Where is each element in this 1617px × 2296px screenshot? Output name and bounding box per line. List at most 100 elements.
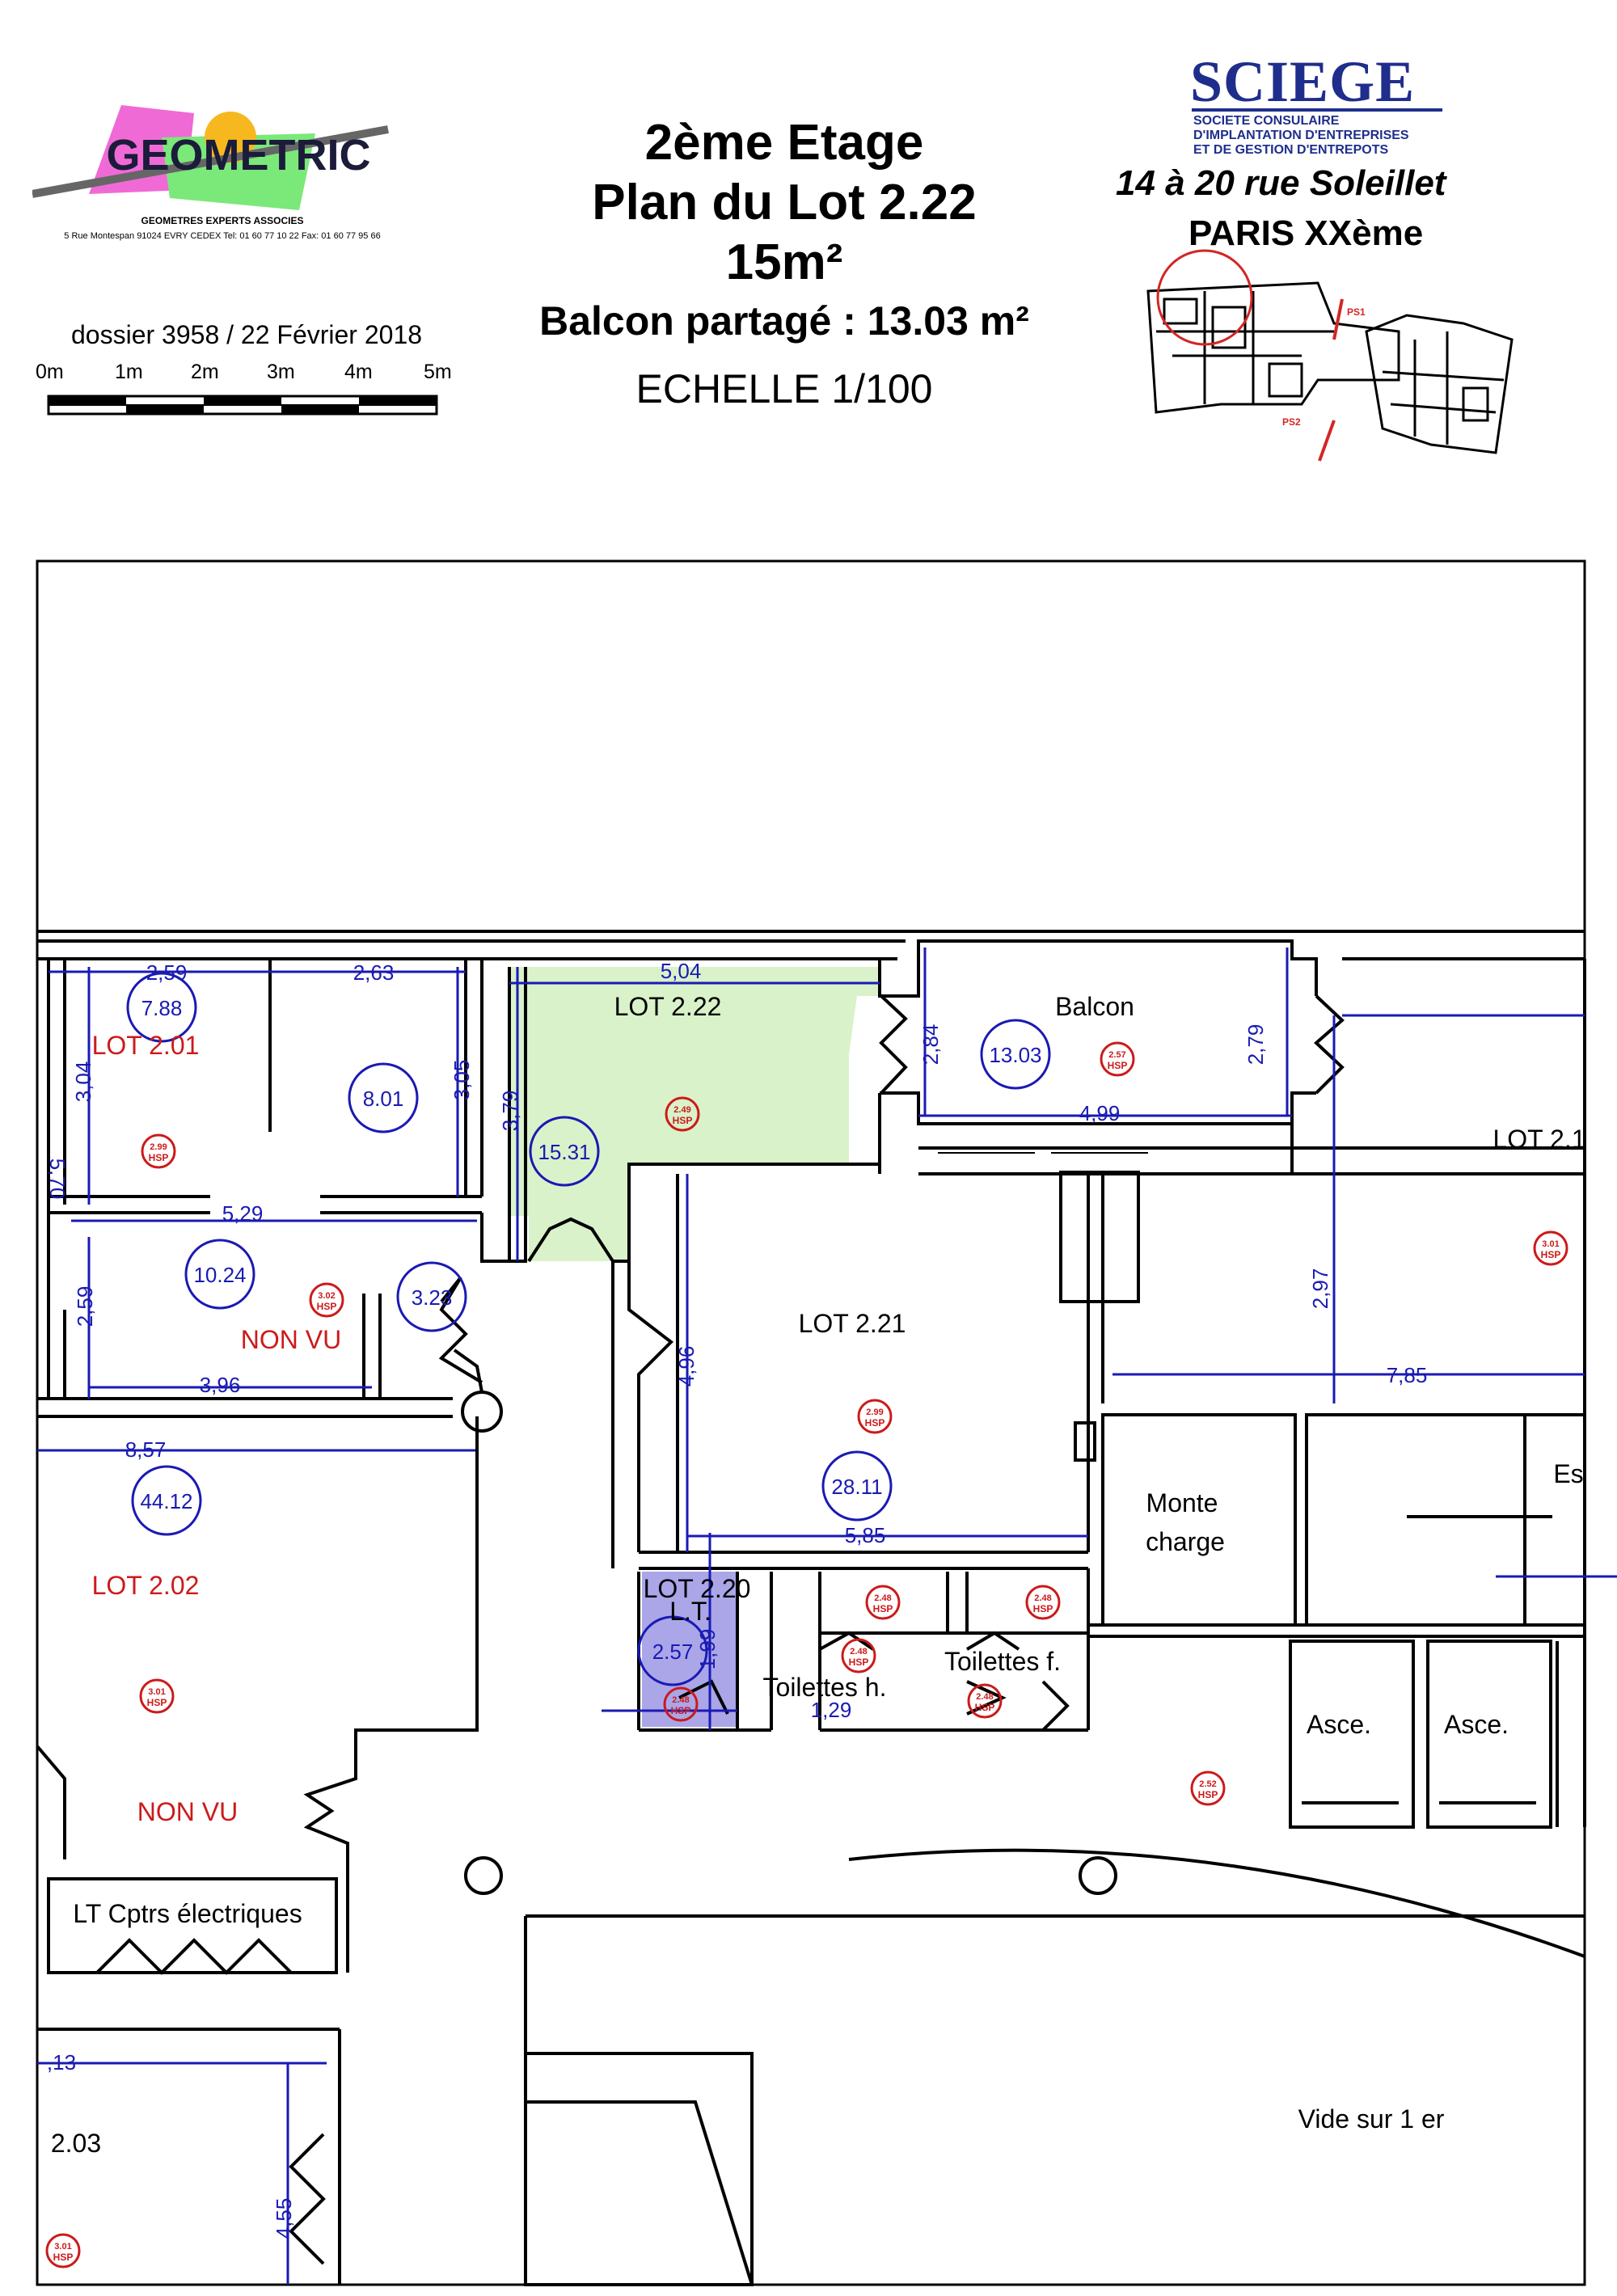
balcon-title: Balcon partagé : 13.03 m² (539, 298, 1029, 344)
scale-label-3: 3m (267, 361, 295, 383)
dimension-label: 1,29 (811, 1698, 852, 1722)
hsp-label: HSP (873, 1603, 893, 1614)
escalier-label: Es (1553, 1459, 1583, 1488)
ascenseur-label: Asce. (1307, 1710, 1371, 1739)
lot-2-20-label: LOT 2.20 (644, 1574, 751, 1603)
hsp-label: HSP (865, 1417, 885, 1429)
dimension-label: 4,96 (674, 1346, 699, 1387)
hsp-value: 2.48 (874, 1593, 891, 1603)
hsp-value: 2.48 (1034, 1593, 1051, 1603)
hsp-label: HSP (975, 1702, 995, 1713)
dimension-label: 1,99 (695, 1629, 720, 1670)
scale-label-2: 2m (191, 361, 219, 383)
hsp-label: HSP (1108, 1060, 1128, 1071)
area-value: 15.31 (538, 1140, 590, 1164)
vide-label: Vide sur 1 er (1298, 2104, 1445, 2134)
hsp-value: 3.01 (1542, 1239, 1559, 1249)
lot-2-18-label: LOT 2.1 (1492, 1125, 1585, 1154)
lot-2-21-label: LOT 2.21 (799, 1309, 906, 1338)
dimension-label: 5,70 (45, 1159, 70, 1200)
area-title: 15m² (725, 234, 843, 290)
floor-title: 2ème Etage (644, 115, 924, 171)
hsp-label: HSP (849, 1657, 869, 1668)
dimension-label: ,13 (47, 2050, 76, 2074)
dimension-label: 2,59 (73, 1286, 97, 1327)
sciege-subtitle-line-2: D'IMPLANTATION D'ENTREPRISES (1193, 129, 1409, 142)
dimension-label: 4,55 (272, 2198, 296, 2239)
lt-cptrs-label: LT Cptrs électriques (73, 1899, 302, 1928)
lot-2-22-highlight (508, 967, 880, 1261)
scale-label-1: 1m (115, 361, 143, 383)
area-value: 3.23 (412, 1285, 453, 1310)
dimension-label: 3,79 (498, 1091, 522, 1132)
hsp-label: HSP (317, 1301, 337, 1312)
hsp-value: 2.52 (1199, 1779, 1216, 1789)
plan-title: Plan du Lot 2.22 (592, 175, 977, 230)
non-vu-label: NON VU (137, 1797, 238, 1826)
key-plan-ps2: PS2 (1282, 416, 1301, 428)
plan-frame (36, 559, 1586, 2286)
hsp-value: 3.01 (148, 1687, 165, 1697)
hsp-value: 2.48 (850, 1647, 867, 1657)
scale-bar (47, 395, 438, 416)
sciege-subtitle-line-1: SOCIETE CONSULAIRE (1193, 114, 1340, 128)
lot-2-01-label: LOT 2.01 (92, 1031, 200, 1060)
hsp-value: 2.49 (673, 1105, 690, 1115)
scale-title: ECHELLE 1/100 (635, 366, 933, 412)
lot-2-02-label: LOT 2.02 (92, 1571, 200, 1600)
area-value: 13.03 (989, 1043, 1041, 1067)
sciege-subtitle-line-3: ET DE GESTION D'ENTREPOTS (1193, 143, 1389, 157)
dossier-reference: dossier 3958 / 22 Février 2018 (71, 320, 423, 349)
dimension-label: 5,04 (661, 959, 702, 983)
logo-subtitle: GEOMETRES EXPERTS ASSOCIES (141, 215, 304, 226)
site-address: 14 à 20 rue Soleillet (1116, 163, 1446, 203)
hsp-value: 2.48 (976, 1692, 993, 1702)
dimension-label: 2,97 (1308, 1268, 1332, 1310)
hsp-value: 2.48 (672, 1695, 689, 1705)
balcon-label: Balcon (1055, 992, 1134, 1021)
hsp-value: 2.99 (150, 1142, 167, 1152)
hsp-label: HSP (149, 1152, 169, 1163)
dimension-label: 7,85 (1387, 1363, 1428, 1387)
dimension-label: 2,59 (146, 960, 188, 985)
dimension-label: 2,84 (918, 1024, 943, 1066)
monte-charge-label: charge (1146, 1527, 1225, 1556)
dimension-label: 8,57 (125, 1437, 167, 1462)
ascenseur-label: Asce. (1444, 1710, 1509, 1739)
site-city: PARIS XXème (1188, 213, 1424, 253)
dimension-label: 3,04 (71, 1061, 95, 1103)
dimension-label: 4,99 (1079, 1101, 1121, 1125)
area-value: 2.57 (652, 1640, 694, 1664)
hsp-value: 3.02 (318, 1291, 335, 1301)
sciege-subtitle: SOCIETE CONSULAIRE D'IMPLANTATION D'ENTR… (1193, 114, 1409, 158)
toilettes-f-label: Toilettes f. (944, 1647, 1061, 1676)
hsp-markers: 2.99HSP3.02HSP2.49HSP2.57HSP3.01HSP2.99H… (45, 1041, 1568, 2269)
area-value: 44.12 (140, 1489, 192, 1513)
area-value: 10.24 (193, 1263, 246, 1287)
title-block: 2ème Etage Plan du Lot 2.22 15m² Balcon … (453, 113, 1116, 412)
hsp-label: HSP (1033, 1603, 1053, 1614)
floor-plan: 7.88 8.01 10.24 3.23 15.31 13.03 28.11 2… (36, 559, 1617, 2286)
hsp-value: 3.01 (54, 2242, 71, 2252)
dimension-label: 5,29 (222, 1201, 264, 1226)
dimension-label: 3,05 (450, 1060, 474, 1101)
dimension-label: 2,79 (1243, 1024, 1268, 1066)
scale-label-5: 5m (424, 361, 452, 383)
lt-label: L.T. (669, 1597, 711, 1626)
non-vu-label: NON VU (241, 1325, 341, 1354)
hsp-label: HSP (53, 2252, 74, 2263)
scale-label-0: 0m (36, 361, 64, 383)
hsp-label: HSP (673, 1115, 693, 1126)
hsp-label: HSP (671, 1705, 691, 1716)
sciege-logo: SCIEGE (1190, 49, 1416, 114)
